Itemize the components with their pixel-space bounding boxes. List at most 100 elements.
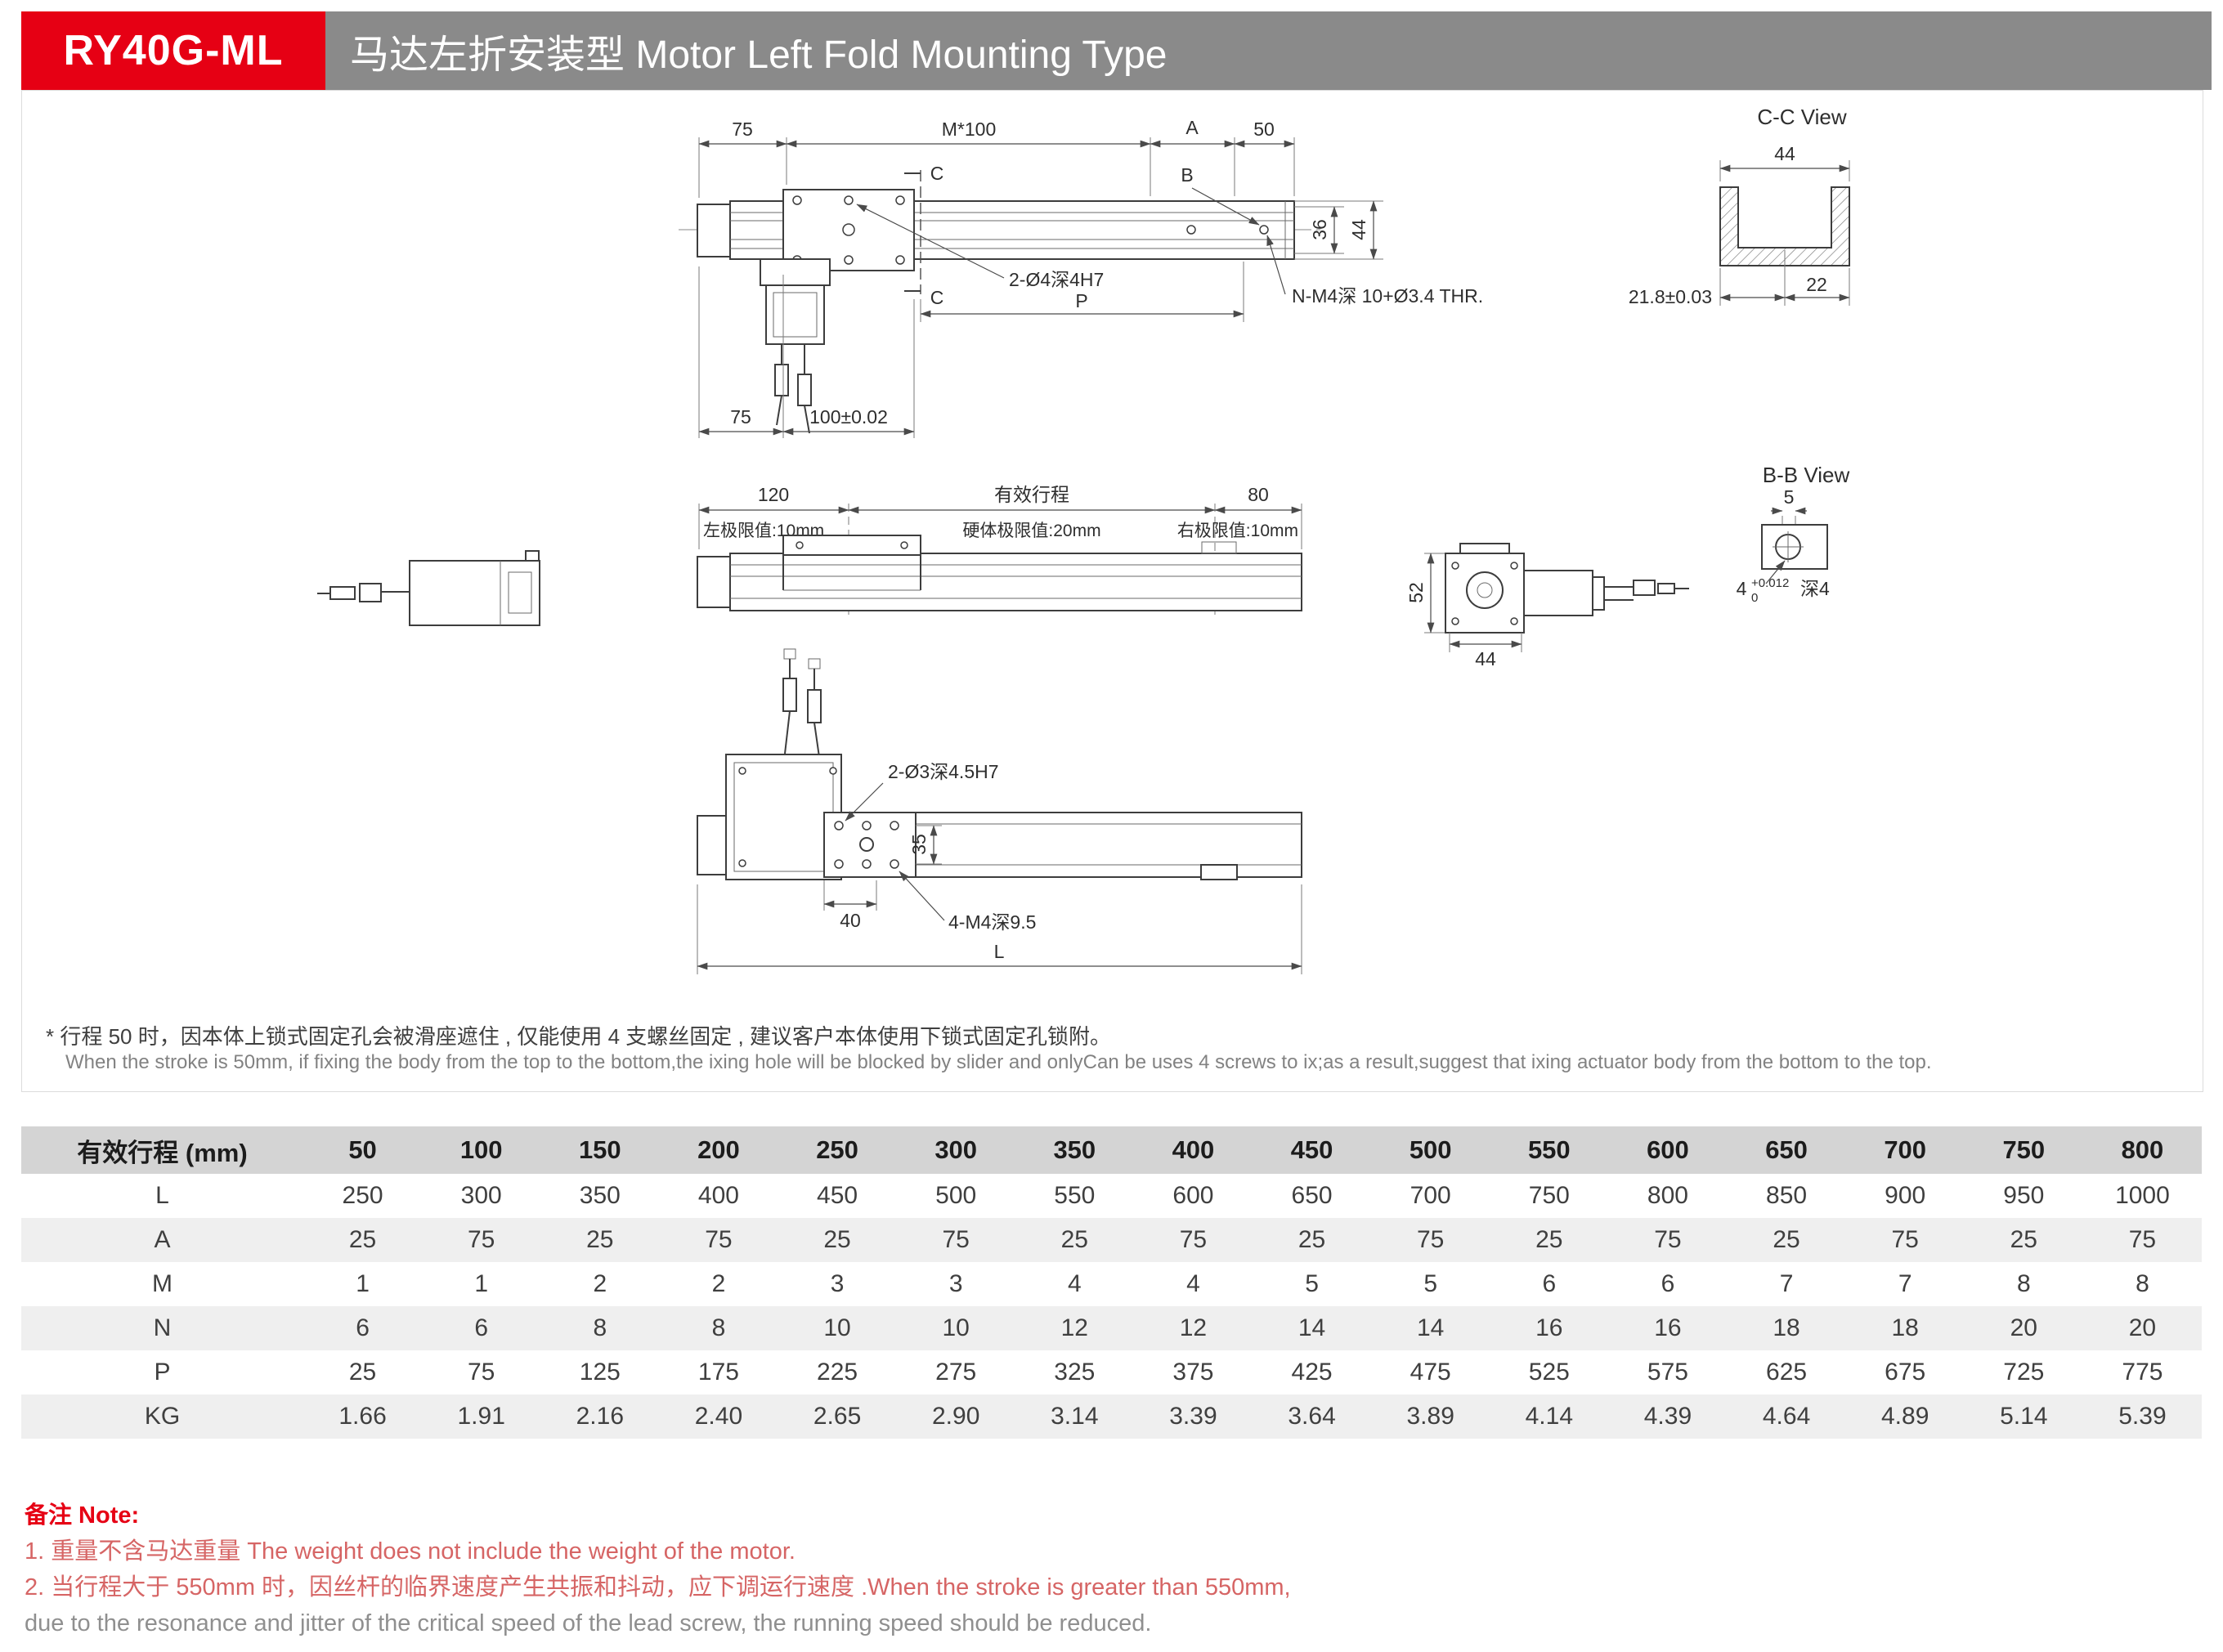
spec-cell: 6	[1542, 1270, 1557, 1297]
spec-cell: 3.14	[1051, 1403, 1099, 1430]
tolerance-upper: +0.012	[1751, 576, 1789, 590]
spec-cell: 1000	[2115, 1182, 2170, 1209]
motor-cable-connector	[807, 689, 822, 723]
spec-table-col-header: 350	[1053, 1135, 1096, 1164]
spec-cell: 25	[1297, 1226, 1326, 1253]
spec-cell: 225	[817, 1359, 858, 1386]
leader-label: 2-Ø3深4.5H7	[888, 761, 999, 782]
dim-label: 36	[1309, 219, 1330, 240]
motor-body	[765, 284, 825, 345]
spec-cell: 12	[1179, 1314, 1208, 1341]
spec-cell: 300	[460, 1182, 502, 1209]
leader-label: N-M4深 10+Ø3.4 THR.	[1292, 285, 1483, 307]
dim-label: 5	[1784, 486, 1795, 508]
dim-label: 44	[1348, 219, 1369, 240]
motor-cable-connector	[782, 678, 797, 712]
dim-label: 80	[1248, 484, 1269, 505]
spec-cell: 1	[474, 1270, 489, 1297]
spec-cell: 4.14	[1525, 1403, 1573, 1430]
note-line-1: 1. 重量不含马达重量 The weight does not include …	[25, 1538, 796, 1565]
spec-cell: 3	[948, 1270, 963, 1297]
spec-table-col-header: 200	[697, 1135, 740, 1164]
spec-cell: 5.14	[2000, 1403, 2048, 1430]
spec-cell: 5	[1305, 1270, 1319, 1297]
motor-cable-connector	[1657, 583, 1675, 594]
spec-cell: 75	[1417, 1226, 1445, 1253]
spec-cell: 450	[817, 1182, 858, 1209]
spec-cell: 700	[1410, 1182, 1451, 1209]
dim-label: P	[1075, 290, 1087, 311]
spec-cell: 125	[579, 1359, 621, 1386]
rail-body	[729, 553, 1302, 611]
side-view-drawing: 120 有效行程 80 左极限值:10mm 硬体极限值:20mm 右极限值:10…	[317, 484, 1689, 669]
spec-cell: 25	[823, 1226, 851, 1253]
spec-table-col-header: 650	[1765, 1135, 1808, 1164]
spec-cell: 1.66	[338, 1403, 387, 1430]
spec-cell: 12	[1060, 1314, 1088, 1341]
dim-label: 40	[840, 910, 861, 931]
spec-cell: 8	[593, 1314, 607, 1341]
spec-cell: 6	[356, 1314, 370, 1341]
spec-cell: 10	[942, 1314, 970, 1341]
leader-label: 4-M4深9.5	[948, 911, 1036, 933]
spec-cell: 3.89	[1406, 1403, 1454, 1430]
spec-cell: 375	[1172, 1359, 1214, 1386]
spec-cell: 8	[2016, 1270, 2031, 1297]
tolerance-label: 4	[1737, 578, 1747, 599]
rail-end-cap	[697, 556, 731, 608]
spec-table-corner-header: 有效行程 (mm)	[77, 1138, 248, 1167]
spec-row-label: KG	[144, 1403, 181, 1430]
cc-view-drawing: C-C View 44 21.8±0.03 22	[1629, 105, 1850, 307]
spec-table-col-header: 750	[2002, 1135, 2046, 1164]
spec-cell: 950	[2003, 1182, 2045, 1209]
rail-end-cap	[697, 204, 731, 257]
note-line-2: 2. 当行程大于 550mm 时，因丝杆的临界速度产生共振和抖动，应下调运行速度…	[25, 1574, 1291, 1601]
spec-cell: 5	[1423, 1270, 1438, 1297]
view-title: B-B View	[1763, 463, 1850, 487]
spec-row-label: N	[153, 1314, 172, 1341]
dim-label: M*100	[942, 119, 996, 140]
dim-label: 120	[758, 484, 789, 505]
motor-cable-connector	[359, 583, 382, 602]
spec-cell: 14	[1417, 1314, 1445, 1341]
spec-cell: 275	[935, 1359, 977, 1386]
spec-cell: 325	[1054, 1359, 1096, 1386]
spec-cell: 775	[2122, 1359, 2163, 1386]
spec-cell: 2.90	[931, 1403, 980, 1430]
spec-cell: 25	[586, 1226, 614, 1253]
spec-cell: 2.16	[576, 1403, 624, 1430]
spec-table-col-header: 500	[1409, 1135, 1452, 1164]
page-title: 马达左折安装型 Motor Left Fold Mounting Type	[325, 11, 2212, 90]
bb-view-drawing: B-B View 5 4 +0.012 0 深4	[1737, 463, 1850, 605]
spec-table-col-header: 250	[816, 1135, 858, 1164]
spec-cell: 75	[705, 1226, 733, 1253]
spec-cell: 175	[697, 1359, 739, 1386]
spec-cell: 4	[1186, 1270, 1200, 1297]
spec-cell: 18	[1891, 1314, 1919, 1341]
spec-table-col-header: 150	[578, 1135, 621, 1164]
dim-label: 50	[1253, 119, 1275, 140]
spec-cell: 400	[697, 1182, 739, 1209]
spec-cell: 4.64	[1762, 1403, 1811, 1430]
motor-cable-connector	[1633, 580, 1656, 596]
spec-cell: 550	[1054, 1182, 1096, 1209]
spec-table-col-header: 450	[1290, 1135, 1333, 1164]
footnote-en: When the stroke is 50mm, if fixing the b…	[65, 1051, 1932, 1073]
spec-cell: 2	[711, 1270, 726, 1297]
spec-cell: 75	[2128, 1226, 2157, 1253]
spec-cell: 6	[474, 1314, 489, 1341]
spec-cell: 2	[593, 1270, 607, 1297]
spec-cell: 800	[1647, 1182, 1688, 1209]
spec-cell: 250	[342, 1182, 383, 1209]
spec-row-label: P	[154, 1359, 171, 1386]
spec-table-col-header: 700	[1884, 1135, 1927, 1164]
spec-cell: 14	[1297, 1314, 1326, 1341]
spec-cell: 7	[1898, 1270, 1912, 1297]
spec-cell: 20	[2010, 1314, 2037, 1341]
